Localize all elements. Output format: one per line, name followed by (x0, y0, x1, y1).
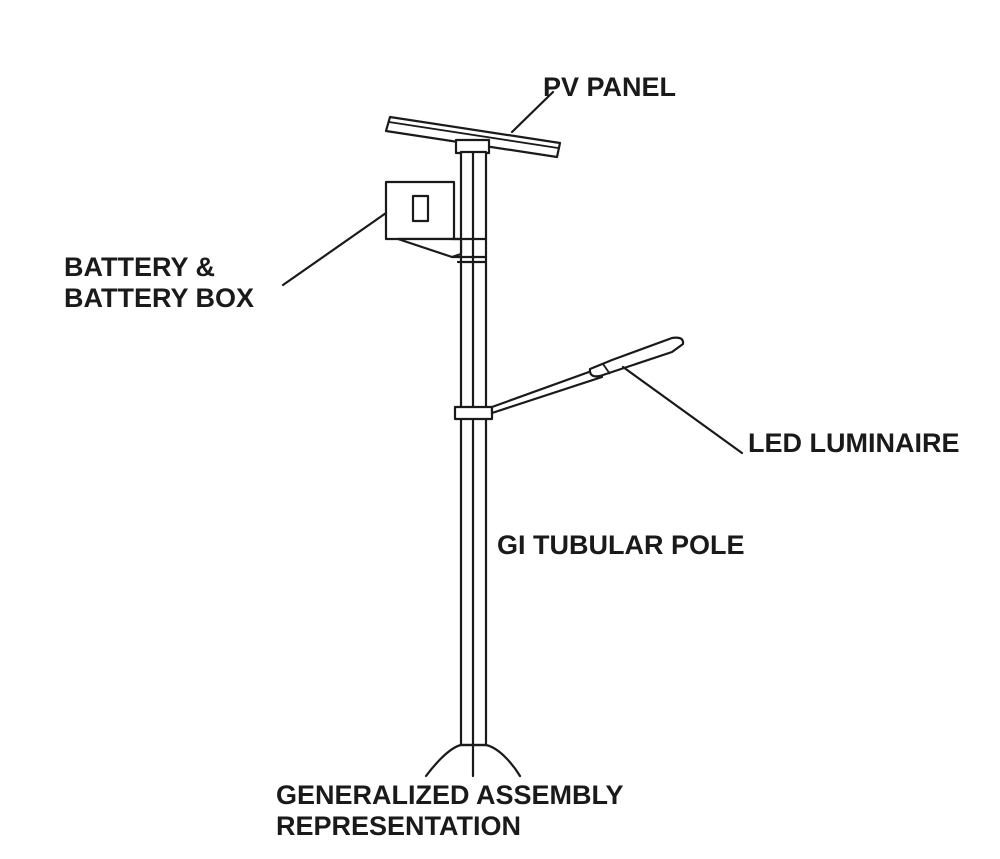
gi-pole-label: GI TUBULAR POLE (497, 530, 745, 560)
luminaire-arm (490, 366, 604, 415)
leader-battery-box (281, 211, 388, 287)
diagram-caption: GENERALIZED ASSEMBLY REPRESENTATION (276, 780, 624, 842)
battery-bracket (396, 237, 488, 264)
pole-base (424, 743, 522, 778)
arm-clamp (453, 405, 494, 421)
pv-panel (384, 115, 562, 159)
battery-box-label: BATTERY & BATTERY BOX (64, 252, 254, 314)
caption-line1: GENERALIZED ASSEMBLY (276, 780, 624, 810)
leader-pv-panel (510, 90, 555, 134)
battery-label-line2: BATTERY BOX (64, 283, 255, 313)
caption-line2: REPRESENTATION (276, 811, 522, 841)
gi-tubular-pole (459, 150, 488, 747)
leader-led-luminaire (621, 365, 744, 455)
led-luminaire-label: LED LUMINAIRE (748, 428, 960, 458)
battery-label-line1: BATTERY & (64, 252, 216, 282)
pv-panel-label: PV PANEL (543, 72, 677, 102)
led-luminaire (588, 336, 685, 378)
battery-box (384, 180, 456, 241)
